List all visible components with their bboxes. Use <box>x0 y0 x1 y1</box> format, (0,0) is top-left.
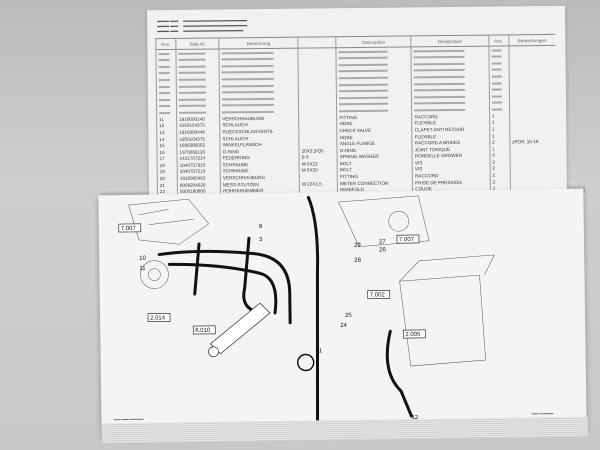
callout-label: 10 <box>139 256 146 262</box>
machine-outline-left <box>128 198 210 289</box>
callout-box <box>118 223 142 233</box>
hydraulic-hoses <box>157 195 413 432</box>
callout-label: 25 <box>345 313 352 319</box>
callout-label: 9 <box>259 224 263 230</box>
parts-list-page: ▬▬▬ ▬▬▬▬▬ ▬▬▬▬▬ ▬▬ ▬▬▬▬▬▬▬▬▬▬▬▬▬▬▬▬▬▬▬▬▬… <box>147 5 567 202</box>
column-header: Benennung <box>218 37 299 49</box>
callout-box <box>396 234 420 244</box>
callout-label: 6.010 <box>195 328 211 334</box>
page-header-codes: ▬▬▬ ▬▬▬▬▬ ▬▬▬▬▬ ▬▬ <box>157 17 179 34</box>
callout-label: 11 <box>139 266 146 272</box>
hydraulic-diagram-page: 7.007 10 11 3 9 2.014 6.010 31 29 28 26 27 7.007 7.00… <box>98 188 587 436</box>
page-header-title: ▬▬▬▬▬▬▬▬▬▬▬▬▬▬▬▬▬▬▬▬▬▬▬▬▬▬▬▬▬▬▬▬▬▬▬▬▬▬▬▬… <box>183 17 248 33</box>
column-header <box>298 36 337 49</box>
hose-clamp <box>296 353 315 372</box>
callout-label: 7.002 <box>370 292 386 298</box>
column-header: Description <box>336 35 412 48</box>
callout-label: 26 <box>379 247 386 253</box>
callout-box <box>367 290 391 299</box>
callout-label: 31 <box>316 348 323 354</box>
callout-box <box>192 325 216 335</box>
callout-box <box>147 313 171 323</box>
callout-label: 3 <box>259 237 263 243</box>
column-header: Teile-Nr. <box>175 37 220 50</box>
page-footer-left: ▬▬ ▬▬ ▬▬▬▬ <box>113 416 144 422</box>
callout-label: 7.007 <box>399 237 415 243</box>
callout-label: 29 <box>354 243 361 249</box>
column-header: Pos. <box>155 38 176 50</box>
callout-label: 28 <box>354 258 361 264</box>
callout-box <box>402 329 426 339</box>
callout-labels: 7.007 10 11 3 9 2.014 6.010 31 29 28 26 27 7.007 7.00… <box>118 223 426 421</box>
page-footer-right: ▬▬ ▬▬▬▬ <box>531 411 554 416</box>
machine-outline-right <box>338 195 495 367</box>
column-header: Anz. <box>488 34 509 47</box>
callout-label: 2.005 <box>405 332 421 338</box>
callout-label: 27 <box>379 239 386 245</box>
hydraulic-diagram: 7.007 10 11 3 9 2.014 6.010 31 29 28 26 27 7.007 7.00… <box>118 195 495 432</box>
column-header: Bemerkungen <box>508 34 556 46</box>
column-header: Désignation <box>411 35 489 47</box>
callout-label: 12 <box>411 415 418 421</box>
callout-label: 7.007 <box>121 226 137 232</box>
callout-label: 2.014 <box>150 315 166 321</box>
callout-label: 24 <box>340 323 347 329</box>
hydraulic-cylinder <box>208 302 271 358</box>
